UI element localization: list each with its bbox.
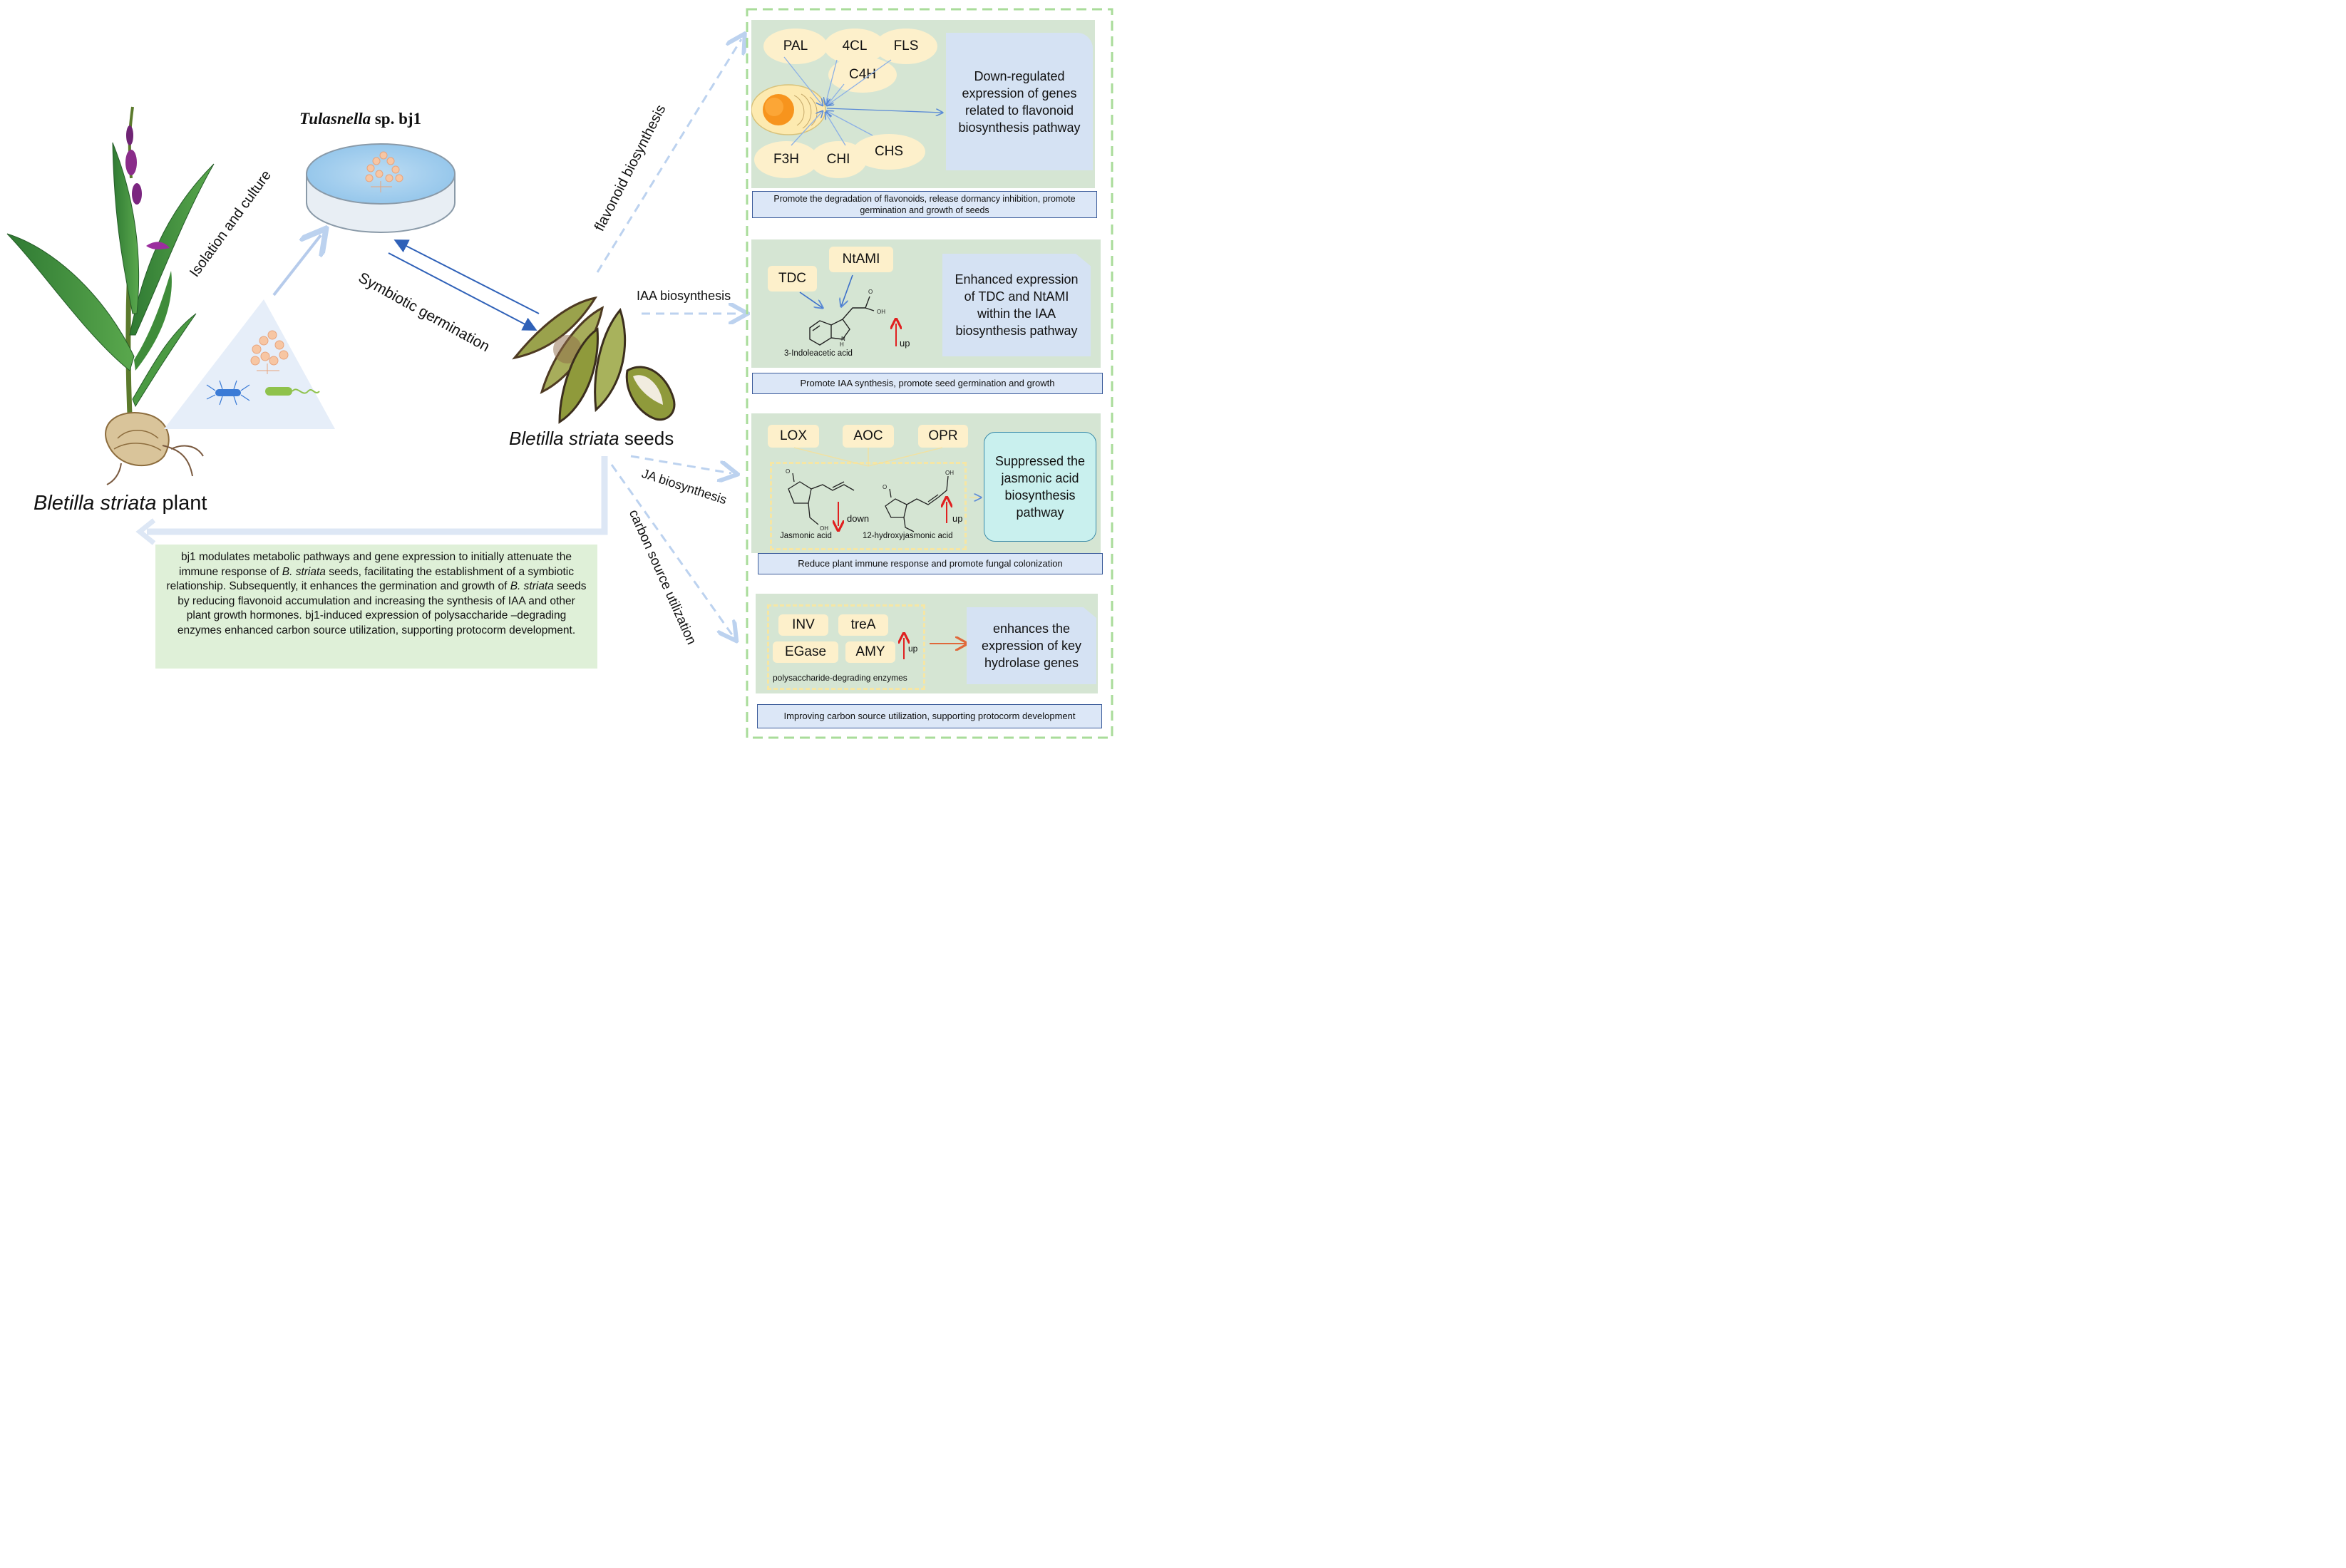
svg-text:O: O	[868, 289, 873, 295]
bacterium-icon	[206, 380, 320, 406]
plant-label: Bletilla striata plant	[34, 492, 207, 515]
plant-cell-icon	[751, 84, 826, 135]
iaa-molecule	[809, 296, 875, 346]
panel4-result: enhances the expression of key hydrolase…	[967, 607, 1096, 684]
gene-tdc: TDC	[768, 266, 817, 292]
ja-down-label: down	[847, 513, 870, 524]
gene-egase: EGase	[773, 641, 838, 663]
panel1-result: Down-regulated expression of genes relat…	[946, 33, 1093, 170]
seed-pods-illustration	[512, 296, 676, 424]
gene-pal: PAL	[763, 29, 828, 64]
petri-title: Tulasnella sp. bj1	[299, 110, 422, 128]
hja-molecule-label: 12-hydroxyjasmonic acid	[863, 532, 953, 540]
arrow-fungus-to-seeds	[388, 252, 537, 331]
panel3-strip: Reduce plant immune response and promote…	[758, 553, 1103, 574]
svg-text:OH: OH	[877, 309, 885, 315]
gene-chs: CHS	[853, 134, 925, 170]
gene-f3h: F3H	[754, 141, 818, 178]
gene-opr: OPR	[918, 425, 968, 448]
panel3-result: Suppressed the jasmonic acid biosynthesi…	[984, 432, 1096, 542]
panel2-graphics: OH O H N	[799, 274, 1101, 348]
microbe-triangle	[164, 299, 335, 429]
svg-text:N: N	[841, 336, 845, 342]
pathway-iaa-label: IAA biosynthesis	[637, 289, 731, 303]
gene-ntami: NtAMI	[829, 247, 893, 272]
hydroxyjasmonic-acid-molecule	[885, 475, 949, 532]
svg-text:OH: OH	[945, 470, 954, 476]
gene-fls: FLS	[875, 29, 937, 64]
carbon-arrow	[610, 464, 733, 636]
iaa-molecule-label: 3-Indoleacetic acid	[784, 349, 853, 358]
petri-dish-icon	[306, 143, 456, 233]
svg-text:OH: OH	[820, 525, 828, 532]
panel1-arrows	[751, 56, 1095, 146]
panel2-result: Enhanced expression of TDC and NtAMI wit…	[942, 254, 1091, 356]
gene-aoc: AOC	[843, 425, 894, 448]
enzymes-label: polysaccharide-degrading enzymes	[773, 673, 907, 683]
gene-c4h: C4H	[828, 57, 897, 93]
panel4-strip: Improving carbon source utilization, sup…	[757, 704, 1102, 728]
svg-text:O: O	[786, 468, 790, 475]
jasmonic-acid-molecule	[788, 473, 855, 525]
svg-text:H: H	[840, 341, 844, 348]
seeds-label: Bletilla striata seeds	[509, 428, 674, 449]
gene-amy: AMY	[845, 641, 895, 663]
ja-molecule-label: Jasmonic acid	[780, 532, 832, 540]
gene-trea: treA	[838, 614, 888, 636]
panel2-strip: Promote IAA synthesis, promote seed germ…	[752, 373, 1103, 394]
ja-arrow	[630, 455, 731, 473]
enzyme-box	[767, 604, 925, 690]
carbon-up-label: up	[908, 644, 918, 654]
arrow-seeds-to-fungus	[393, 239, 540, 314]
gene-lox: LOX	[768, 425, 819, 448]
fungal-hyphae-icon	[250, 330, 289, 374]
diagram-canvas: Bletilla striata plant Isolation and cul…	[0, 0, 1118, 747]
outer-dashed-border	[746, 8, 1113, 739]
panel1-strip: Promote the degradation of flavonoids, r…	[752, 191, 1097, 218]
iaa-up-label: up	[900, 338, 910, 349]
gene-inv: INV	[778, 614, 828, 636]
ja-up-label: up	[952, 513, 963, 524]
panel4-graphics	[756, 594, 1098, 659]
svg-text:O: O	[883, 484, 887, 490]
diagram-graphics	[6, 8, 1113, 739]
flavonoid-arrow	[596, 39, 741, 273]
orchid-plant-illustration	[6, 106, 215, 485]
panel3-graphics: O OH O OH	[786, 447, 1101, 532]
summary-box: bj1 modulates metabolic pathways and gen…	[155, 545, 597, 669]
isolation-arrow	[272, 235, 321, 296]
return-arrow	[147, 456, 608, 535]
